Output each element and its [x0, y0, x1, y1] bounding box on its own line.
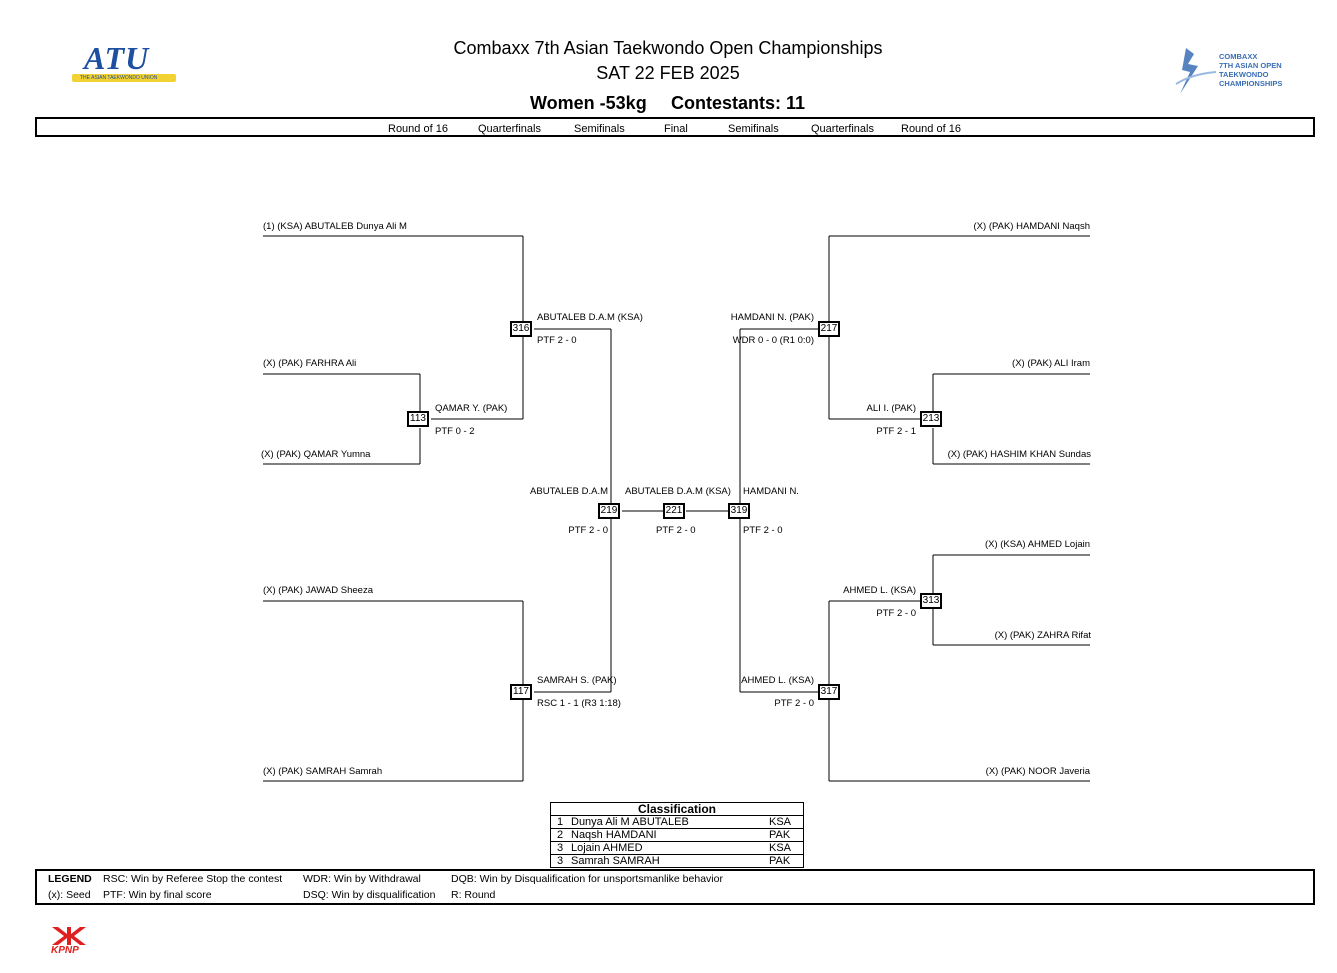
- match-result: PTF 2 - 0: [876, 608, 916, 619]
- match-result: PTF 2 - 1: [876, 426, 916, 437]
- kpnp-logo-text: KPNP: [51, 945, 79, 956]
- legend-rsc: RSC: Win by Referee Stop the contest: [103, 873, 283, 885]
- legend-ptf: PTF: Win by final score: [103, 889, 212, 901]
- classification-rank: 2: [557, 829, 564, 841]
- classification-name: Dunya Ali M ABUTALEB: [571, 816, 689, 828]
- classification-title: Classification: [551, 803, 803, 816]
- classification-name: Lojain AHMED: [571, 842, 643, 854]
- round-label: Quarterfinals: [811, 123, 874, 135]
- round-label: Round of 16: [901, 123, 961, 135]
- kpnp-emblem-icon: [52, 927, 86, 945]
- category-title: Women -53kg: [530, 93, 647, 113]
- match-winner: ALI I. (PAK): [866, 403, 916, 414]
- classification-rank: 3: [557, 855, 564, 867]
- match-result: PTF 2 - 0: [774, 698, 814, 709]
- legend-wdr: WDR: Win by Withdrawal: [303, 873, 421, 885]
- match-result: PTF 0 - 2: [435, 426, 475, 437]
- match-result: RSC 1 - 1 (R3 1:18): [537, 698, 621, 709]
- combaxx-emblem-icon: [1175, 48, 1217, 94]
- legend-r: R: Round: [451, 889, 496, 901]
- player-label: (X) (PAK) JAWAD Sheeza: [263, 585, 373, 596]
- match-box-217: 217: [818, 321, 840, 337]
- match-winner: ABUTALEB D.A.M (KSA): [537, 312, 643, 323]
- player-label: (X) (PAK) SAMRAH Samrah: [263, 766, 383, 777]
- player-label: (X) (PAK) HAMDANI Naqsh: [973, 221, 1090, 232]
- match-winner: ABUTALEB D.A.M (KSA): [625, 486, 731, 497]
- match-winner: HAMDANI N. (PAK): [730, 312, 814, 323]
- match-box-317: 317: [818, 684, 840, 700]
- classification-name: Naqsh HAMDANI: [571, 829, 657, 841]
- match-winner: HAMDANI N.: [743, 486, 799, 497]
- round-label: Semifinals: [728, 123, 779, 135]
- combaxx-logo-line: COMBAXX: [1219, 52, 1258, 61]
- atu-logo-text: ATU: [84, 40, 150, 76]
- legend-dsq: DSQ: Win by disqualification: [303, 889, 436, 901]
- classification-row: 1 Dunya Ali M ABUTALEB KSA: [551, 816, 803, 829]
- match-box-313: 313: [920, 593, 942, 609]
- player-label: (X) (PAK) ZAHRA Rifat: [994, 630, 1091, 641]
- match-winner: AHMED L. (KSA): [741, 675, 814, 686]
- combaxx-logo-line: TAEKWONDO: [1219, 70, 1269, 79]
- legend-title: LEGEND: [48, 873, 92, 885]
- player-label: (X) (PAK) FARHRA Ali: [263, 358, 357, 369]
- player-label: (X) (PAK) NOOR Javeria: [985, 766, 1090, 777]
- kpnp-logo: KPNP: [50, 925, 90, 959]
- classification-nat: PAK: [769, 855, 791, 867]
- classification-rank: 3: [557, 842, 564, 854]
- player-label: (X) (PAK) ALI Iram: [1012, 358, 1090, 369]
- atu-logo-subtext: THE ASIAN TAEKWONDO UNION: [80, 75, 158, 81]
- match-box-213: 213: [920, 411, 942, 427]
- player-label: (X) (KSA) AHMED Lojain: [984, 539, 1090, 550]
- combaxx-logo: COMBAXX 7TH ASIAN OPEN TAEKWONDO CHAMPIO…: [1172, 44, 1282, 98]
- match-result: WDR 0 - 0 (R1 0:0): [732, 335, 814, 346]
- rounds-bar: [35, 117, 1315, 137]
- match-result: PTF 2 - 0: [568, 525, 608, 536]
- match-winner: AHMED L. (KSA): [843, 585, 916, 596]
- player-label: (X) (PAK) HASHIM KHAN Sundas: [947, 449, 1091, 460]
- classification-rank: 1: [557, 816, 564, 828]
- match-box-319: 319: [728, 503, 750, 519]
- round-label: Final: [664, 123, 688, 135]
- classification-nat: KSA: [769, 816, 792, 828]
- match-box-219: 219: [598, 503, 620, 519]
- classification-name: Samrah SAMRAH: [571, 855, 660, 867]
- combaxx-logo-line: 7TH ASIAN OPEN: [1219, 61, 1282, 70]
- player-label: (1) (KSA) ABUTALEB Dunya Ali M: [263, 221, 407, 232]
- contestants-count: Contestants: 11: [671, 93, 806, 113]
- match-result: PTF 2 - 0: [656, 525, 696, 536]
- match-winner: QAMAR Y. (PAK): [435, 403, 508, 414]
- classification-row: 3 Samrah SAMRAH PAK: [551, 855, 803, 867]
- legend-box: [35, 869, 1315, 905]
- event-title: Combaxx 7th Asian Taekwondo Open Champio…: [453, 38, 883, 58]
- legend-seed: (x): Seed: [48, 889, 91, 901]
- event-date: SAT 22 FEB 2025: [596, 63, 740, 83]
- classification-table: Classification 1 Dunya Ali M ABUTALEB KS…: [550, 802, 804, 868]
- match-result: PTF 2 - 0: [537, 335, 577, 346]
- legend-dqb: DQB: Win by Disqualification for unsport…: [451, 873, 723, 885]
- combaxx-logo-line: CHAMPIONSHIPS: [1219, 79, 1283, 88]
- player-label: (X) (PAK) QAMAR Yumna: [261, 449, 371, 460]
- match-result: PTF 2 - 0: [743, 525, 783, 536]
- round-label: Quarterfinals: [478, 123, 541, 135]
- match-box-221: 221: [663, 503, 685, 519]
- match-box-316: 316: [510, 321, 532, 337]
- classification-row: 3 Lojain AHMED KSA: [551, 842, 803, 855]
- classification-row: 2 Naqsh HAMDANI PAK: [551, 829, 803, 842]
- match-winner: ABUTALEB D.A.M: [530, 486, 608, 497]
- match-box-117: 117: [510, 684, 532, 700]
- atu-logo: ATU THE ASIAN TAEKWONDO UNION: [72, 40, 177, 88]
- classification-nat: KSA: [769, 842, 792, 854]
- classification-nat: PAK: [769, 829, 791, 841]
- match-winner: SAMRAH S. (PAK): [537, 675, 617, 686]
- match-box-113: 113: [407, 411, 429, 427]
- round-label: Round of 16: [388, 123, 448, 135]
- round-label: Semifinals: [574, 123, 625, 135]
